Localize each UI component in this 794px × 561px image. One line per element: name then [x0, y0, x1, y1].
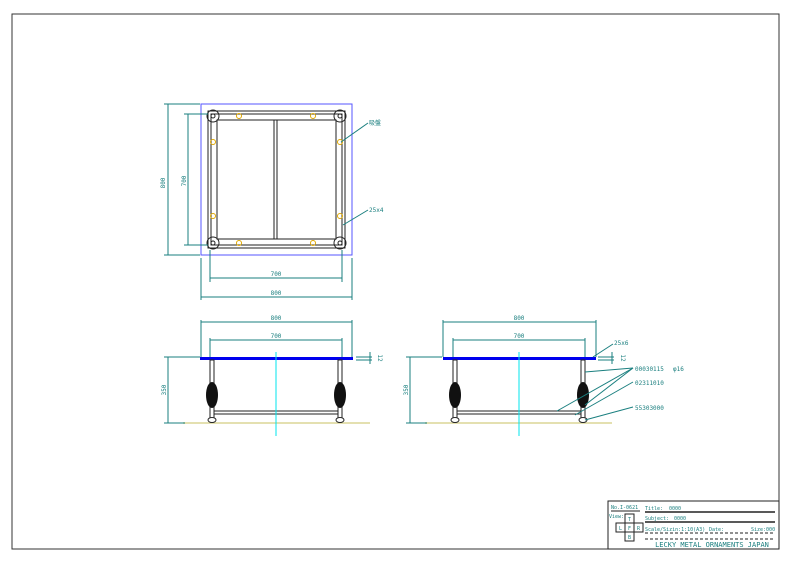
title-label: Title: — [645, 506, 663, 512]
view-right: R — [637, 526, 641, 532]
scale: Scale/Sizin:1:10(A3) — [645, 527, 705, 533]
corner-posts — [206, 109, 347, 250]
ornament — [334, 382, 346, 408]
dim-height: 350 — [161, 384, 168, 395]
suction-cup-markers — [210, 113, 343, 246]
tabletop-outline — [200, 103, 353, 256]
dim-thickness: 12 — [619, 354, 626, 362]
ornament — [206, 382, 218, 408]
dim-inner-height: 700 — [181, 175, 188, 186]
diameter-label: φ16 — [673, 366, 684, 373]
view-front: F — [628, 526, 631, 532]
front-view: 800 700 350 12 — [161, 315, 383, 436]
subject-value: 0000 — [674, 516, 686, 522]
drawing-number: No.I-0621 — [611, 505, 638, 511]
view-bottom: B — [628, 535, 631, 541]
view-top: T — [628, 517, 631, 523]
part-label: 02311010 — [635, 380, 664, 387]
top-label: 25x6 — [614, 340, 629, 347]
dim-inner: 700 — [514, 333, 525, 340]
view-left: L — [619, 526, 622, 532]
view-indicator — [615, 513, 644, 542]
size: Size:000 — [751, 527, 775, 533]
view-label: View: — [609, 514, 624, 520]
dim-inner-width: 700 — [271, 271, 282, 278]
dim-outer-height: 800 — [160, 177, 167, 188]
part-label: 00030115 — [635, 366, 664, 373]
suction-label: 吸盤 — [369, 119, 381, 127]
dim-inner: 700 — [271, 333, 282, 340]
title-value: 0000 — [669, 506, 681, 512]
part-label: 55303000 — [635, 405, 664, 412]
drawing-frame — [11, 13, 780, 550]
dim-outer: 800 — [514, 315, 525, 322]
top-view: 800 700 700 800 吸盤 25x4 — [160, 103, 384, 300]
dim-height: 350 — [403, 384, 410, 395]
dim-outer: 800 — [271, 315, 282, 322]
side-view: 800 700 350 12 25x6 00030115 φ16 0231101… — [403, 315, 684, 436]
title-block: No.I-0621 Title: 0000 Subject: 0000 Scal… — [607, 500, 780, 550]
dim-thickness: 12 — [376, 354, 383, 362]
company-name: LECKY METAL ORNAMENTS JAPAN — [655, 541, 769, 549]
pipe-label: 25x4 — [369, 207, 384, 214]
subject-label: Subject: — [645, 516, 669, 522]
dim-outer-width: 800 — [271, 290, 282, 297]
date-label: Date: — [709, 527, 724, 533]
